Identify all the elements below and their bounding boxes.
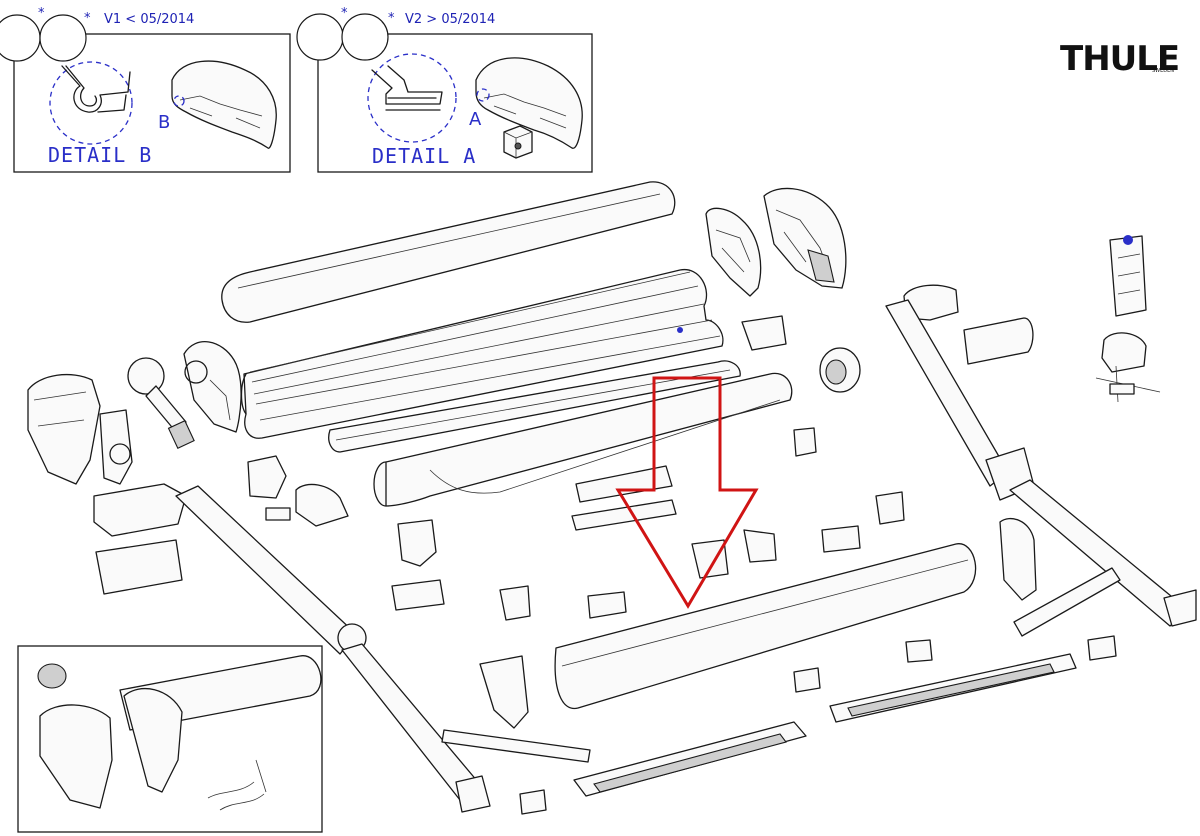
version-circle-right bbox=[341, 13, 389, 61]
center-brackets bbox=[391, 315, 905, 621]
thule-logo: THULE SWEDEN bbox=[1060, 39, 1180, 79]
star-left: * bbox=[341, 6, 348, 21]
detail-zoom-circle-b bbox=[49, 61, 133, 145]
star-left: * bbox=[38, 6, 45, 21]
right-side-bracket bbox=[999, 517, 1037, 601]
version-circle-right bbox=[39, 14, 87, 62]
version-circle-left bbox=[296, 13, 344, 61]
end-cap-b bbox=[171, 60, 277, 149]
detail-zoom-circle-a bbox=[367, 53, 457, 143]
star-right: * bbox=[84, 11, 91, 26]
red-down-arrow bbox=[615, 376, 759, 609]
left-hood-cover bbox=[27, 373, 101, 485]
left-bracket bbox=[99, 409, 133, 485]
right-end-cap-outer bbox=[763, 187, 847, 289]
cassette-top-cover bbox=[221, 181, 676, 323]
left-gear-unit bbox=[247, 455, 349, 527]
left-arm bbox=[93, 483, 491, 813]
right-end-cap-inner bbox=[705, 207, 762, 297]
star-right: * bbox=[388, 11, 395, 26]
right-arm bbox=[885, 299, 1197, 637]
bottom-slide-rail-left bbox=[573, 721, 807, 797]
fabric-cover-strip bbox=[328, 360, 741, 453]
callout-a: A bbox=[469, 109, 482, 130]
logo-text: THULE bbox=[1060, 39, 1179, 79]
end-cap-a bbox=[475, 57, 583, 149]
motor-inset-panel bbox=[17, 645, 323, 833]
detail-title-a: DETAIL A bbox=[372, 144, 476, 168]
left-end-cap-assembly bbox=[183, 341, 242, 433]
version-label-v1: V1 < 05/2014 bbox=[104, 12, 194, 27]
cassette-main-profile bbox=[240, 269, 724, 439]
version-circle-left bbox=[0, 14, 41, 62]
bottom-slide-rail-right bbox=[829, 653, 1077, 723]
profile-hook-b bbox=[61, 65, 131, 113]
front-rail-endcap bbox=[479, 655, 529, 729]
roller-tube bbox=[373, 372, 793, 507]
right-knob-assembly bbox=[1095, 235, 1161, 403]
left-side-part bbox=[95, 539, 183, 595]
logo-subtext: SWEDEN bbox=[1152, 68, 1174, 74]
detail-panel-v2: * * V2 > 05/2014 DETAIL A A bbox=[296, 6, 593, 173]
right-upper-parts bbox=[903, 284, 1034, 365]
bottom-small-clips bbox=[441, 635, 1117, 815]
callout-b: B bbox=[158, 112, 170, 133]
left-drive-motor bbox=[127, 357, 195, 449]
detail-title-b: DETAIL B bbox=[48, 143, 152, 167]
small-block-part bbox=[503, 125, 533, 159]
drum-part bbox=[819, 347, 861, 393]
profile-hook-a bbox=[371, 65, 443, 111]
detail-panel-v1: * * V1 < 05/2014 DETAIL B B bbox=[0, 6, 291, 173]
version-label-v2: V2 > 05/2014 bbox=[405, 12, 495, 27]
front-rail bbox=[554, 543, 977, 710]
